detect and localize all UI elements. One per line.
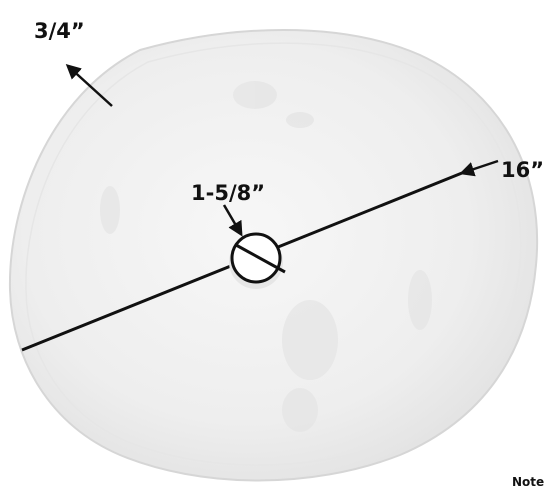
drain-cross-line xyxy=(235,243,286,274)
stone-texture xyxy=(100,81,432,432)
note-label: Note xyxy=(512,475,545,489)
diameter-leader-arrow xyxy=(459,159,499,177)
thickness-label: 3/4” xyxy=(34,19,85,43)
sink-inner-rim xyxy=(25,42,522,466)
drain-leader-arrow xyxy=(222,204,243,237)
drain-size-label: 1-5/8” xyxy=(191,181,266,205)
diameter-label: 16” xyxy=(501,158,545,182)
drain-hole xyxy=(230,232,282,284)
thickness-leader-arrow xyxy=(65,63,113,107)
